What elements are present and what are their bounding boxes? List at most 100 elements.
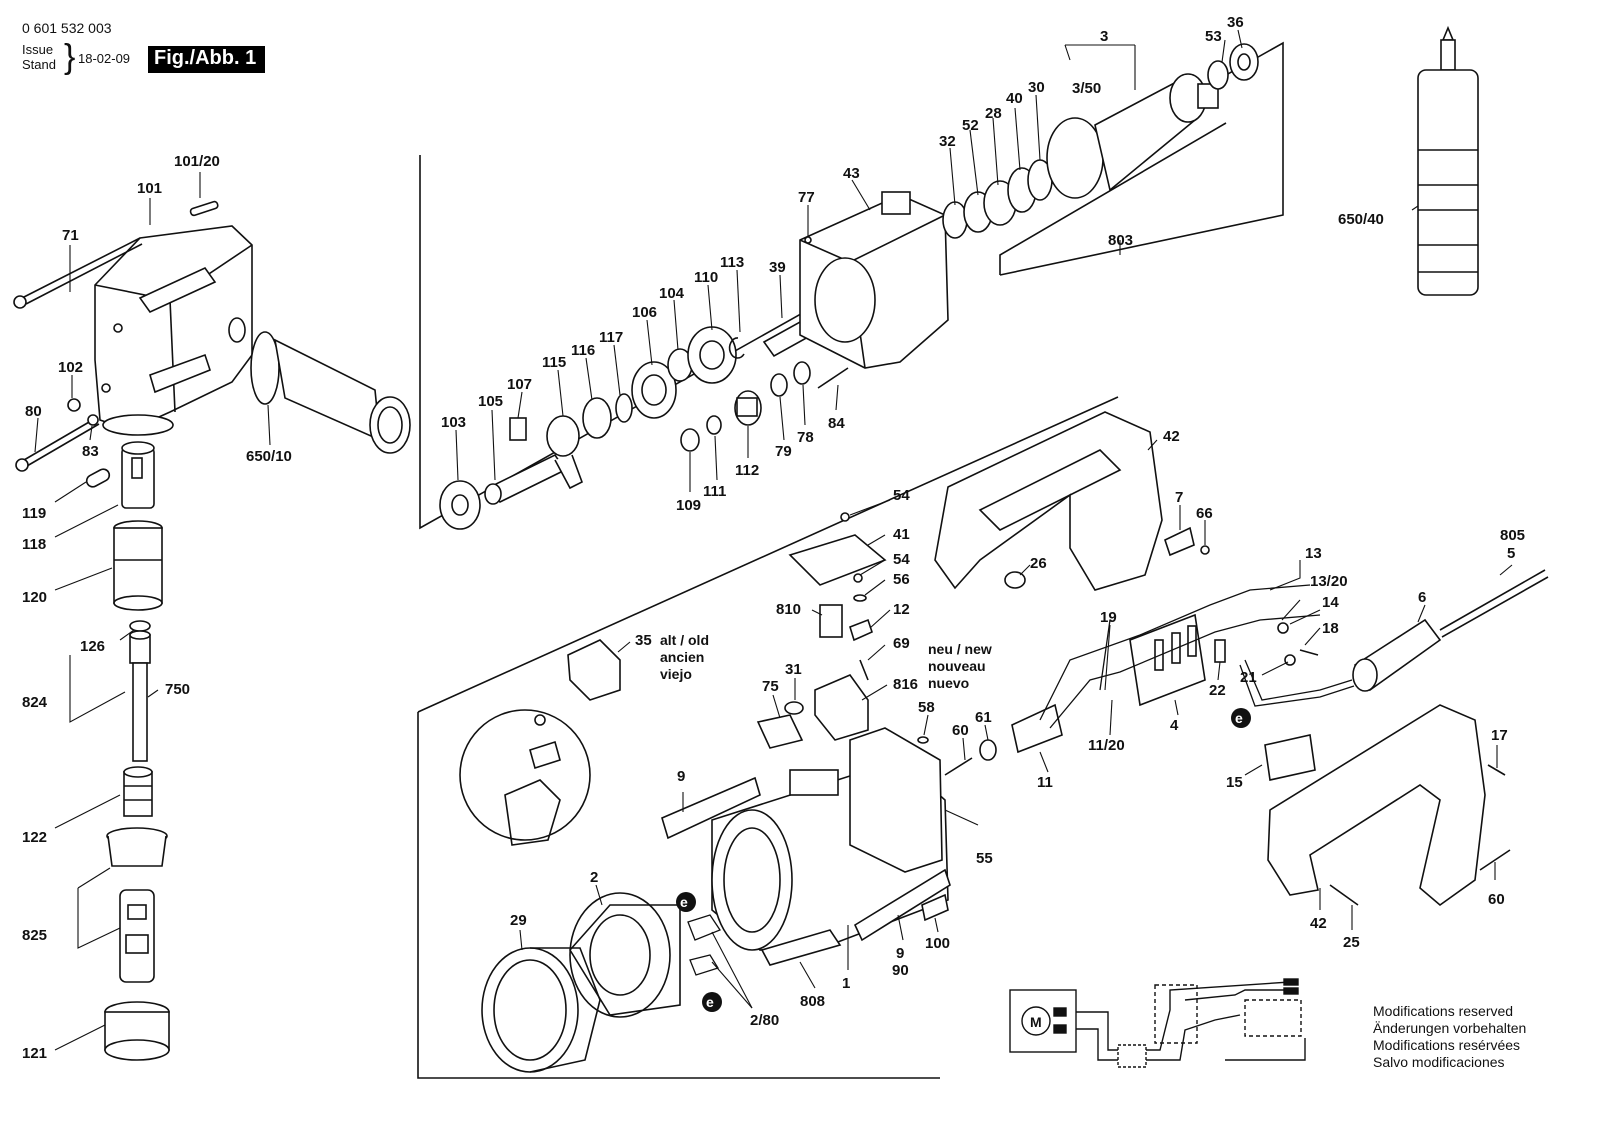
handle-shell-42-lower bbox=[1267, 704, 1486, 907]
label-43: 43 bbox=[843, 165, 860, 182]
washer-83 bbox=[87, 414, 99, 426]
label-13-20: 13/20 bbox=[1310, 573, 1348, 590]
washer-111 bbox=[706, 415, 722, 435]
schematic-motor-box bbox=[1009, 989, 1077, 1053]
label-120: 120 bbox=[22, 589, 47, 606]
screw-25 bbox=[1329, 884, 1359, 906]
gearbox-parts bbox=[439, 43, 1259, 530]
brush-holder-new-816 bbox=[814, 674, 869, 741]
screw-80 bbox=[15, 417, 100, 472]
label-2-80: 2/80 bbox=[750, 1012, 779, 1029]
modifications-en: Modifications reserved bbox=[1373, 1003, 1514, 1019]
label-825: 825 bbox=[22, 927, 47, 944]
label-29: 29 bbox=[510, 912, 527, 929]
label-15: 15 bbox=[1226, 774, 1243, 791]
punch-750 bbox=[129, 630, 151, 762]
frame-lower-left bbox=[417, 712, 940, 1079]
label-111: 111 bbox=[703, 483, 726, 500]
screw-60 bbox=[944, 757, 973, 776]
note-new-2: nouveau bbox=[928, 658, 986, 674]
label-113: 113 bbox=[720, 254, 744, 271]
label-9a: 9 bbox=[677, 768, 685, 785]
label-2: 2 bbox=[590, 869, 598, 886]
label-805: 805 bbox=[1500, 527, 1525, 544]
field-coil-2 bbox=[569, 892, 681, 1018]
ring-53 bbox=[1207, 60, 1229, 90]
label-36: 36 bbox=[1227, 14, 1244, 31]
screw-84 bbox=[817, 367, 849, 389]
guide-sleeve-120 bbox=[113, 520, 163, 611]
spacer-61 bbox=[979, 739, 997, 761]
label-3: 3 bbox=[1100, 28, 1108, 45]
bush-26 bbox=[1004, 571, 1026, 589]
housing-cover-55 bbox=[849, 727, 943, 873]
screw-54b bbox=[853, 573, 863, 583]
label-52: 52 bbox=[962, 117, 979, 134]
bracket-803 bbox=[999, 122, 1227, 275]
label-35: 35 bbox=[635, 632, 652, 649]
washer-56 bbox=[853, 594, 867, 602]
earth-symbol-2: e bbox=[706, 994, 714, 1010]
bearing-109 bbox=[680, 428, 700, 452]
label-650-40: 650/40 bbox=[1338, 211, 1384, 228]
pin-119 bbox=[85, 468, 111, 488]
motor-symbol: M bbox=[1030, 1014, 1042, 1030]
capacitor-22 bbox=[1214, 639, 1226, 663]
label-53: 53 bbox=[1205, 28, 1222, 45]
eccentric-115 bbox=[546, 415, 583, 490]
label-13: 13 bbox=[1305, 545, 1322, 562]
note-old-3: viejo bbox=[660, 666, 692, 682]
label-100: 100 bbox=[925, 935, 950, 952]
bearing-set-32-52-28 bbox=[942, 159, 1053, 239]
label-17: 17 bbox=[1491, 727, 1508, 744]
label-810: 810 bbox=[776, 601, 801, 618]
auxiliary-handle-650-10 bbox=[250, 331, 411, 454]
label-808: 808 bbox=[800, 993, 825, 1010]
part-number: 0 601 532 003 bbox=[22, 20, 112, 36]
label-101-20: 101/20 bbox=[174, 153, 220, 170]
modifications-es: Salvo modificaciones bbox=[1373, 1054, 1505, 1070]
modifications-note: Modifications reserved Änderungen vorbeh… bbox=[1373, 1003, 1526, 1071]
label-7: 7 bbox=[1175, 489, 1183, 506]
label-101: 101 bbox=[137, 180, 162, 197]
washer-79 bbox=[770, 373, 788, 397]
label-11-20: 11/20 bbox=[1088, 737, 1125, 754]
label-11: 11 bbox=[1037, 774, 1053, 791]
label-104: 104 bbox=[659, 285, 685, 302]
power-cable-5 bbox=[1439, 569, 1546, 631]
label-12: 12 bbox=[893, 601, 910, 618]
label-54b: 54 bbox=[893, 551, 910, 568]
label-3-50: 3/50 bbox=[1072, 80, 1101, 97]
label-110: 110 bbox=[694, 269, 718, 286]
label-22: 22 bbox=[1209, 682, 1226, 699]
label-4: 4 bbox=[1170, 717, 1179, 734]
die-825 bbox=[106, 827, 168, 983]
label-28: 28 bbox=[985, 105, 1002, 122]
label-9-90 bbox=[853, 868, 951, 942]
label-39: 39 bbox=[769, 259, 786, 276]
motor-parts bbox=[459, 411, 1549, 1073]
label-102: 102 bbox=[58, 359, 83, 376]
label-78: 78 bbox=[797, 429, 814, 446]
frame-upper bbox=[419, 41, 1284, 530]
label-126: 126 bbox=[80, 638, 105, 655]
label-75: 75 bbox=[762, 678, 779, 695]
bearing-78 bbox=[793, 361, 811, 385]
label-77: 77 bbox=[798, 189, 815, 206]
label-56: 56 bbox=[893, 571, 910, 588]
earth-symbol-1: e bbox=[680, 894, 688, 910]
screw-54 bbox=[840, 512, 850, 522]
modifications-fr: Modifications resérvées bbox=[1373, 1037, 1521, 1053]
suppressor-11 bbox=[1011, 703, 1063, 754]
screw-17 bbox=[1487, 764, 1506, 776]
screw-71 bbox=[13, 237, 143, 309]
plate-100 bbox=[921, 893, 949, 922]
label-121: 121 bbox=[22, 1045, 47, 1062]
label-42-upper: 42 bbox=[1163, 428, 1180, 445]
figure-label: Fig./Abb. 1 bbox=[148, 46, 266, 73]
ring-117 bbox=[615, 393, 633, 423]
group-frames bbox=[417, 41, 1284, 1079]
screw-77 bbox=[804, 236, 812, 244]
label-19: 19 bbox=[1100, 609, 1117, 626]
